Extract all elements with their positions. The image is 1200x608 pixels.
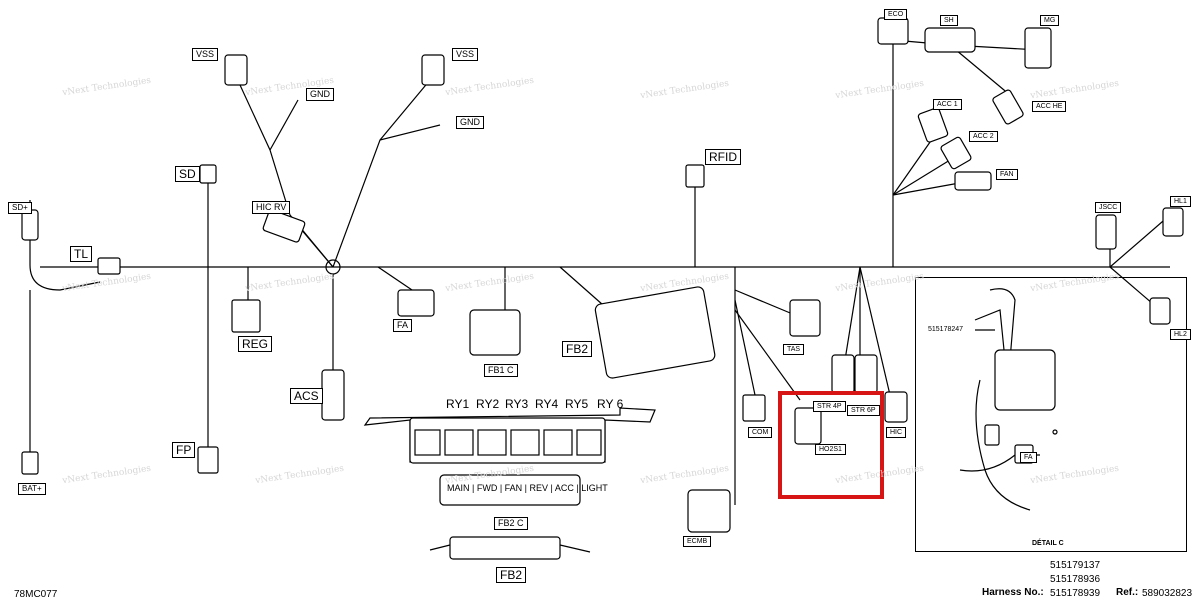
label-fb1c: FB1 C xyxy=(484,364,518,377)
label-vss-left: VSS xyxy=(192,48,219,61)
detail-part-number: 515178247 xyxy=(928,326,964,333)
hl1-connector xyxy=(1162,207,1184,237)
label-acc-he: ACC HE xyxy=(1032,101,1067,112)
label-reg: REG xyxy=(238,336,273,352)
label-fp: FP xyxy=(172,442,196,458)
label-acs: ACS xyxy=(290,388,323,404)
tl-connector xyxy=(97,257,121,275)
fb2c-connector xyxy=(449,536,561,560)
harness-number: 515178936 xyxy=(1050,574,1101,585)
hl2-connector xyxy=(1149,297,1171,325)
highlight-box xyxy=(778,391,884,499)
vss-left-connector xyxy=(224,54,248,86)
reg-connector xyxy=(231,299,261,333)
label-sd-plus: SD+ xyxy=(8,202,32,214)
label-eco: ECO xyxy=(884,9,908,20)
fp-connector xyxy=(197,446,219,474)
ref-label: Ref.: xyxy=(1116,587,1139,598)
acc-he-connector xyxy=(992,89,1024,125)
relay-label: RY2 xyxy=(476,397,500,411)
label-sh: SH xyxy=(940,15,958,26)
bat-plus-terminal xyxy=(21,451,39,475)
fb2-fusebox xyxy=(594,286,716,379)
vss-left-wire xyxy=(239,84,334,268)
ecmb-connector xyxy=(687,489,731,533)
sh-connector xyxy=(924,27,976,53)
tas-connector xyxy=(789,299,821,337)
label-str6p: STR 6P xyxy=(847,405,880,416)
label-sd: SD xyxy=(175,166,200,182)
label-fb2c: FB2 C xyxy=(494,517,528,530)
label-hic: HIC xyxy=(886,427,907,438)
vss-right-wire xyxy=(332,79,431,268)
detail-title: DÉTAIL C xyxy=(1032,540,1064,547)
com-connector xyxy=(742,394,766,422)
label-fb2: FB2 xyxy=(562,341,593,357)
relay-label: RY 6 xyxy=(597,397,624,411)
hic-rv-connector xyxy=(262,209,306,243)
battery-cable xyxy=(29,200,101,291)
label-jscc: JSCC xyxy=(1095,202,1122,213)
acc1-connector xyxy=(917,107,949,143)
detail-c-sketch xyxy=(959,288,1058,511)
label-acc2: ACC 2 xyxy=(969,131,998,142)
mg-connector xyxy=(1024,27,1052,69)
label-str4p: STR 4P xyxy=(813,401,846,412)
label-tas: TAS xyxy=(783,344,805,355)
label-vss-right: VSS xyxy=(452,48,479,61)
label-ho2s1: HO2S1 xyxy=(815,444,846,455)
detail-fa-label: FA xyxy=(1020,452,1037,463)
acc2-connector xyxy=(940,136,972,170)
fan-connector xyxy=(954,171,992,191)
harness-number: 515178939 xyxy=(1050,588,1101,599)
label-bat-plus: BAT+ xyxy=(18,483,46,495)
jscc-connector xyxy=(1095,214,1117,250)
eco-connector xyxy=(877,17,909,45)
fa-connector xyxy=(397,289,435,317)
str6p-connector-a xyxy=(831,354,855,394)
str4p-connector xyxy=(794,407,822,445)
footer-code: 78MC077 xyxy=(14,589,58,600)
label-hic-rv: HIC RV xyxy=(252,201,291,214)
ref-value: 589032823 xyxy=(1142,588,1193,599)
label-fan: FAN xyxy=(996,169,1018,180)
harness-number: 515179137 xyxy=(1050,560,1101,571)
label-tl: TL xyxy=(70,246,93,262)
label-fb2-bottom: FB2 xyxy=(496,567,527,583)
fa-wire xyxy=(377,266,416,293)
relay-label: RY1 xyxy=(446,397,470,411)
relay-board xyxy=(363,407,656,560)
sd-connector xyxy=(199,164,217,184)
detail-c-panel xyxy=(915,277,1187,552)
fuse-strip-box xyxy=(439,474,581,506)
vss-right-connector xyxy=(421,54,445,86)
label-com: COM xyxy=(748,427,773,438)
relay-label: RY5 xyxy=(565,397,589,411)
label-rfid: RFID xyxy=(705,149,741,165)
label-hl2: HL2 xyxy=(1170,329,1191,340)
label-fa: FA xyxy=(393,319,413,332)
fuse-strip-label: MAIN | FWD | FAN | REV | ACC | LIGHT xyxy=(447,483,608,493)
acs-sensor xyxy=(321,369,345,421)
label-acc1: ACC 1 xyxy=(933,99,962,110)
rfid-connector xyxy=(685,164,705,188)
relay-label: RY4 xyxy=(535,397,559,411)
label-ecmb: ECMB xyxy=(683,536,712,547)
relay-label: RY3 xyxy=(505,397,529,411)
fb1c-connector xyxy=(469,309,521,356)
label-hl1: HL1 xyxy=(1170,196,1191,207)
str6p-connector-b xyxy=(854,354,878,394)
sd-plus-terminal xyxy=(21,209,39,241)
harness-label: Harness No.: xyxy=(982,587,1044,598)
hic-connector xyxy=(884,391,908,423)
label-gnd-2: GND xyxy=(456,116,484,129)
label-mg: MG xyxy=(1040,15,1060,26)
label-gnd-1: GND xyxy=(306,88,334,101)
